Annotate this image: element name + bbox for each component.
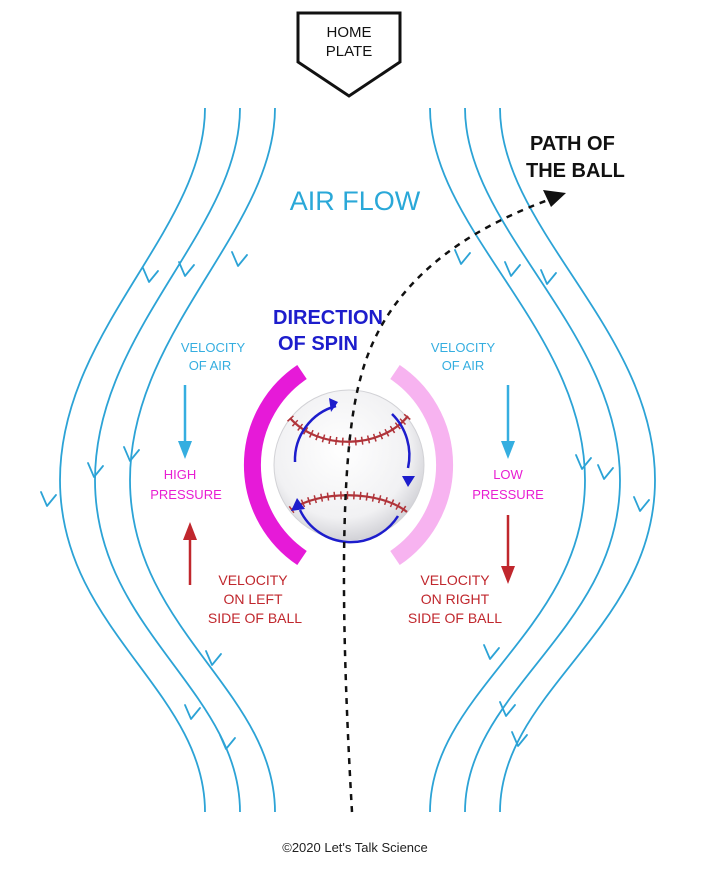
flow-arrowhead [483, 644, 500, 660]
streamline [464, 107, 621, 813]
spin-label-line2: OF SPIN [278, 333, 358, 355]
flow-arrowhead [597, 464, 614, 480]
flow-arrowhead [178, 261, 195, 277]
home-plate: HOME PLATE [296, 11, 402, 98]
home-plate-shape [296, 11, 402, 98]
left-velocity-ball-line2: ON LEFT [223, 591, 283, 607]
low-pressure-line2: PRESSURE [472, 487, 544, 502]
ball-path-arrowhead [543, 190, 566, 207]
spin-arrow-upper [293, 404, 337, 463]
baseball [273, 389, 425, 544]
right-velocity-ball-line3: SIDE OF BALL [408, 610, 502, 626]
streamline [94, 107, 241, 813]
right-velocity-ball-line2: ON RIGHT [421, 591, 490, 607]
flow-arrowhead [40, 491, 57, 507]
copyright-credit: ©2020 Let's Talk Science [282, 840, 428, 855]
baseball-body [273, 389, 425, 541]
right-air-velocity-arrowhead [501, 441, 515, 459]
right-velocity-air-line1: VELOCITY [431, 340, 496, 355]
right-ball-velocity-arrowhead [501, 566, 515, 584]
streamline [129, 107, 276, 813]
streamline [499, 107, 656, 813]
flow-arrowhead [504, 261, 521, 277]
spin-label-line1: DIRECTION [273, 307, 383, 329]
flow-arrowhead [142, 267, 159, 283]
flow-arrowhead [231, 251, 248, 267]
flow-arrowhead [511, 731, 528, 747]
flow-arrowhead [540, 269, 557, 285]
left-velocity-ball-line1: VELOCITY [218, 572, 288, 588]
high-pressure-arc [243, 364, 307, 566]
path-label-line2: THE BALL [526, 160, 625, 182]
air-flow-label: AIR FLOW [290, 186, 421, 216]
air-flow-right [429, 107, 656, 813]
left-velocity-ball-line3: SIDE OF BALL [208, 610, 302, 626]
spin-arrowhead-upper [329, 398, 338, 412]
spin-arrowhead-lower [291, 498, 305, 511]
low-pressure-arc [390, 364, 454, 566]
path-label-line1: PATH OF [530, 133, 615, 155]
seam-top-stitches [286, 413, 412, 446]
flow-arrowhead [575, 454, 592, 470]
ball-path [342, 198, 549, 813]
home-plate-label-line1: HOME [327, 24, 372, 41]
spin-arrowhead-right [402, 476, 415, 487]
right-velocity-ball-line1: VELOCITY [420, 572, 490, 588]
left-velocity-air-line2: OF AIR [189, 358, 232, 373]
streamline [59, 107, 206, 813]
flow-arrowhead [123, 446, 140, 462]
flow-arrowhead [205, 650, 222, 666]
right-velocity-air-line2: OF AIR [442, 358, 485, 373]
flow-arrowhead [184, 704, 201, 720]
air-flow-left [40, 107, 276, 813]
left-air-velocity-arrowhead [178, 441, 192, 459]
flow-arrowhead [87, 462, 104, 478]
flow-arrowhead [633, 496, 650, 512]
low-pressure-line1: LOW [493, 467, 523, 482]
spin-arrow-lower [298, 509, 400, 544]
flow-arrowhead [454, 249, 471, 265]
flow-arrowhead [499, 701, 516, 717]
flow-arrowhead [219, 734, 236, 750]
spin-arrow-right [391, 413, 411, 469]
high-pressure-line1: HIGH [164, 467, 197, 482]
left-velocity-air-line1: VELOCITY [181, 340, 246, 355]
left-ball-velocity-arrowhead [183, 522, 197, 540]
streamline [429, 107, 586, 813]
high-pressure-line2: PRESSURE [150, 487, 222, 502]
home-plate-label-line2: PLATE [326, 43, 372, 60]
